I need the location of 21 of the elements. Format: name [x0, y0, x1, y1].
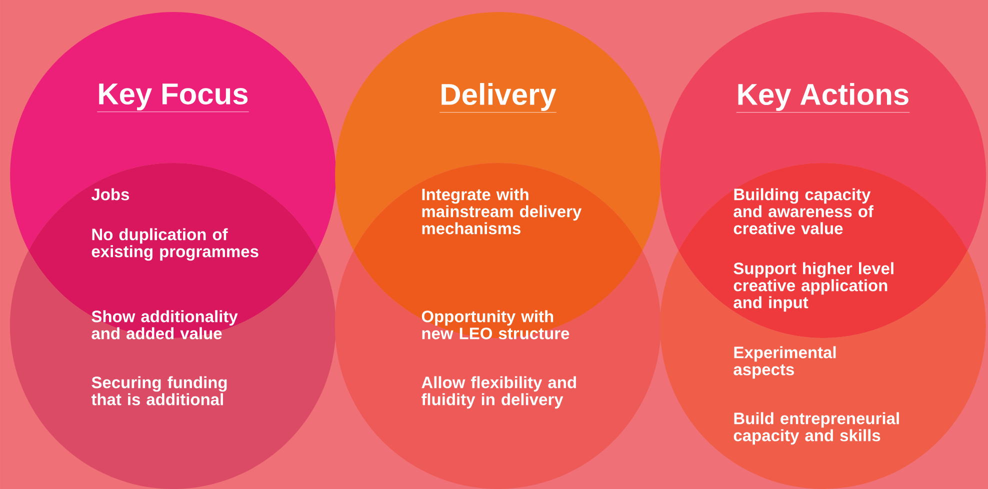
- circle-segment: [660, 250, 986, 489]
- list-item: Experimental aspects: [734, 346, 836, 379]
- circle-segment: [335, 250, 661, 489]
- list-item: Allow flexibility and fluidity in delivery: [422, 376, 576, 409]
- heading: Delivery: [439, 83, 557, 113]
- list-item: Building capacity and awareness of creative value: [734, 188, 874, 234]
- heading: Key Focus: [96, 84, 250, 112]
- overlap-lens: [28, 163, 318, 338]
- list-item: Securing funding that is additional: [91, 376, 227, 406]
- overlap-lens: [678, 163, 968, 338]
- list-item: Build entrepreneurial capacity and skills: [734, 412, 899, 445]
- list-item: Integrate with mainstream delivery mechanisms: [422, 188, 582, 234]
- circle-segment: [660, 12, 986, 250]
- overlap-lens: [354, 163, 642, 338]
- list-item: No duplication of existing programmes: [92, 228, 258, 261]
- heading: Key Actions: [736, 83, 910, 113]
- circle-segment: [335, 12, 661, 250]
- list-item: Opportunity with new LEO structure: [422, 310, 570, 340]
- list-item: Show additionality and added value: [92, 310, 238, 340]
- list-item: Jobs: [91, 188, 130, 200]
- list-item: Support higher level creative application and input: [734, 262, 894, 312]
